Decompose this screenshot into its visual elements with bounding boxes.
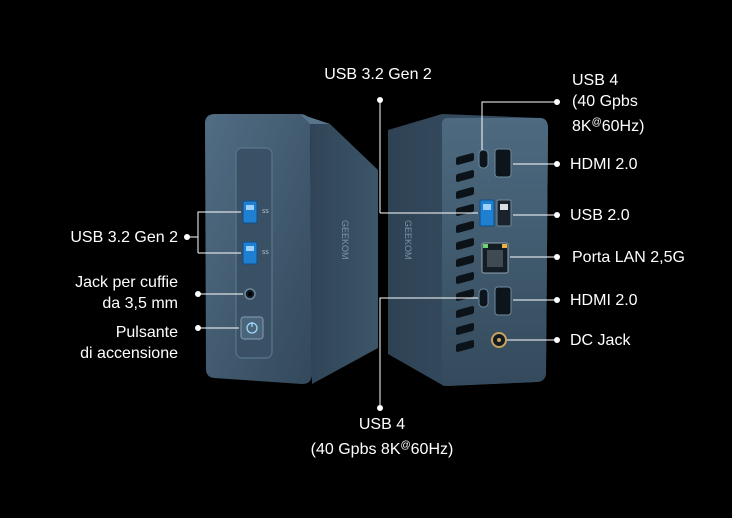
usb4-top-res: 8K xyxy=(572,118,592,135)
usb4-bottom-at: @ xyxy=(400,440,411,451)
usb4-top-rate: 60Hz) xyxy=(601,118,645,135)
label-usb32-top: USB 3.2 Gen 2 xyxy=(324,66,432,83)
label-hdmi-top: HDMI 2.0 xyxy=(570,156,638,173)
label-usb20: USB 2.0 xyxy=(570,207,630,224)
svg-text:SS: SS xyxy=(262,209,269,215)
brand-logo-right: GEEKOM xyxy=(403,220,413,260)
usbc-port-bottom xyxy=(478,288,489,308)
usb20-port xyxy=(496,199,512,227)
headphone-line2: da 3,5 mm xyxy=(102,295,178,312)
power-line1: Pulsante xyxy=(115,324,178,341)
usb4-bottom-speed: (40 Gpbs 8K xyxy=(310,441,401,458)
usb4-bottom-rate: 60Hz) xyxy=(410,441,454,458)
callout-dots xyxy=(184,97,560,411)
usb32-port-2 xyxy=(242,241,258,265)
brand-logo-left: GEEKOM xyxy=(340,220,350,260)
callout-lines xyxy=(187,100,557,408)
back-view-device: GEEKOM xyxy=(388,114,548,386)
usb4-top-at: @ xyxy=(591,117,602,128)
usb4-top-line3: 8K@60Hz) xyxy=(572,112,644,137)
label-hdmi-bottom: HDMI 2.0 xyxy=(570,292,638,309)
headphone-line1: Jack per cuffie xyxy=(75,274,178,291)
usb4-bottom-line2: (40 Gpbs 8K@60Hz) xyxy=(296,435,468,460)
label-power-button: Pulsante di accensione xyxy=(20,322,178,364)
label-usb32-left: USB 3.2 Gen 2 xyxy=(70,229,178,246)
front-view-device: SS SS GEEKOM xyxy=(205,114,378,384)
usb4-top-line1: USB 4 xyxy=(572,72,619,89)
label-usb4-bottom: USB 4 (40 Gpbs 8K@60Hz) xyxy=(296,414,468,460)
usbc-port-top xyxy=(478,149,489,169)
label-usb4-top: USB 4 (40 Gpbs 8K@60Hz) xyxy=(572,70,644,137)
power-line2: di accensione xyxy=(80,345,178,362)
power-button xyxy=(240,316,264,340)
side-face xyxy=(300,114,378,384)
usb32-port-1 xyxy=(242,200,258,224)
hdmi-port-top xyxy=(494,148,512,178)
svg-text:SS: SS xyxy=(262,250,269,256)
usb32-rear-port xyxy=(479,199,495,227)
label-lan: Porta LAN 2,5G xyxy=(572,249,685,266)
label-dc-jack: DC Jack xyxy=(570,332,631,349)
label-headphone-jack: Jack per cuffie da 3,5 mm xyxy=(20,272,178,314)
hdmi-port-bottom xyxy=(494,286,512,316)
usb4-top-line2: (40 Gpbs xyxy=(572,93,638,110)
usb4-bottom-line1: USB 4 xyxy=(358,416,406,433)
